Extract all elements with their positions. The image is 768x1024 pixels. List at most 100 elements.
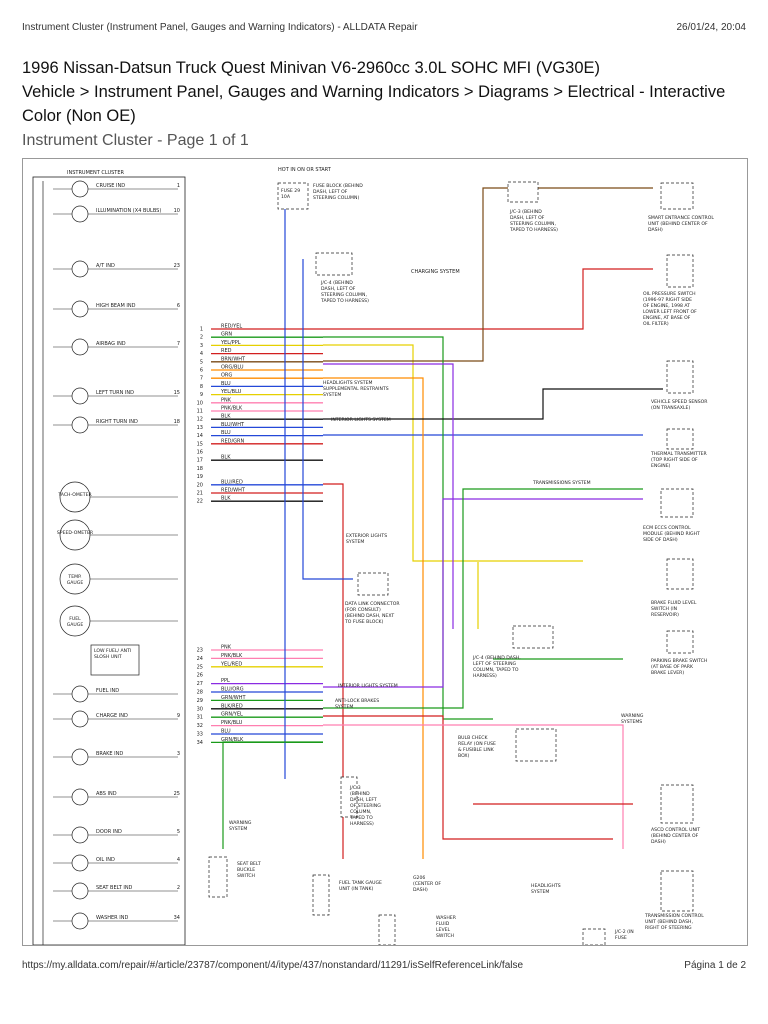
indicator-bulb [71, 180, 89, 198]
routed-wire [323, 483, 344, 859]
gauge-label: FUEL [69, 616, 81, 622]
connector-pin: 12 [197, 417, 203, 423]
routed-wire [323, 336, 493, 720]
washer-box [378, 914, 396, 946]
seat-belt-box [208, 856, 228, 898]
wire-color-label: BRN/WHT [221, 356, 246, 362]
connector-pin: 23 [197, 648, 203, 654]
indicator-label: DOOR IND [96, 829, 122, 835]
ecm-box [660, 488, 694, 518]
routed-wire [323, 377, 424, 859]
indicator-pin: 3 [177, 751, 180, 757]
routed-wire [323, 488, 643, 709]
indicator-pin: 7 [177, 341, 180, 347]
connector-pin: 29 [197, 698, 203, 704]
indicator-pin: 15 [174, 390, 180, 396]
connector-pin: 22 [197, 499, 203, 505]
connector-pin: 21 [197, 491, 203, 497]
gauge-label: TEMP. [67, 574, 81, 580]
ascd-box [660, 784, 694, 824]
wire-color-label: BLU [221, 430, 231, 436]
connector-pin: 11 [197, 409, 203, 415]
connector-pin: 24 [197, 656, 203, 662]
indicator-bulb [71, 685, 89, 703]
jc4-mid-box [512, 625, 554, 649]
indicator-pin: 18 [174, 419, 180, 425]
connector-pin: 19 [197, 474, 203, 480]
gauge-label: GAUGE [67, 580, 84, 586]
indicator-label: WASHER IND [96, 915, 128, 921]
indicator-label: FUEL IND [96, 688, 119, 694]
wire-color-label: PNK/BLU [221, 720, 243, 726]
wire-color-label: ORG [221, 373, 232, 379]
wire-color-label: GRN/WHT [221, 695, 246, 701]
print-page-title: Instrument Cluster (Instrument Panel, Ga… [22, 22, 418, 33]
indicator-pin: 10 [174, 208, 180, 214]
indicator-pin: 2 [177, 885, 180, 891]
connector-pin: 31 [197, 715, 203, 721]
connector-pin: 34 [197, 740, 203, 746]
indicator-bulb [71, 912, 89, 930]
indicator-label: OIL IND [96, 857, 115, 863]
indicator-bulb [71, 854, 89, 872]
wire-color-label: RED [221, 348, 232, 354]
indicator-label: ILLUMINATION (X4 BULBS) [96, 208, 161, 214]
connector-pin: 7 [200, 376, 203, 382]
routed-wire [222, 741, 323, 849]
connector-pin: 20 [197, 482, 203, 488]
connector-pin: 8 [200, 384, 203, 390]
wire-color-label: PNK/BLK [221, 406, 243, 412]
connector-pin: 27 [197, 681, 203, 687]
indicator-bulb [71, 338, 89, 356]
cluster-title: INSTRUMENT CLUSTER [67, 170, 125, 176]
indicator-label: BRAKE IND [96, 751, 123, 757]
fuse-block-box [277, 182, 309, 210]
indicator-bulb [71, 788, 89, 806]
gauge-label: GAUGE [67, 622, 84, 628]
wire-color-label: YEL/BLU [220, 389, 242, 395]
footer-url: https://my.alldata.com/repair/#/article/… [22, 960, 524, 971]
wire-color-label: ORG/BLU [221, 365, 244, 371]
smart-entrance-box [660, 182, 694, 210]
connector-pin: 9 [200, 392, 203, 398]
gauge-label: TACH-OMETER [57, 492, 92, 498]
routed-wire [323, 498, 643, 688]
connector-pin: 13 [197, 425, 203, 431]
indicator-label: ABS IND [96, 791, 117, 797]
indicator-label: HIGH BEAM IND [96, 303, 136, 309]
indicator-bulb [71, 260, 89, 278]
connector-pin: 5 [200, 359, 203, 365]
wire-color-label: RED/WHT [221, 488, 246, 494]
indicator-bulb [71, 387, 89, 405]
connector-pin: 3 [200, 343, 203, 349]
indicator-bulb [71, 416, 89, 434]
vss-box [666, 360, 694, 394]
indicator-bulb [71, 300, 89, 318]
trans-ctrl-box [660, 870, 694, 912]
print-datetime: 26/01/24, 20:04 [676, 22, 746, 33]
wire-color-label: BLU/ORG [221, 687, 244, 693]
wire-color-label: PNK/BLK [221, 653, 243, 659]
indicator-bulb [71, 205, 89, 223]
fuel-tank-box [312, 874, 330, 916]
jc3-bottom-box [340, 776, 358, 818]
indicator-bulb [71, 882, 89, 900]
connector-pin: 26 [197, 673, 203, 679]
connector-pin: 18 [197, 466, 203, 472]
indicator-bulb [71, 748, 89, 766]
